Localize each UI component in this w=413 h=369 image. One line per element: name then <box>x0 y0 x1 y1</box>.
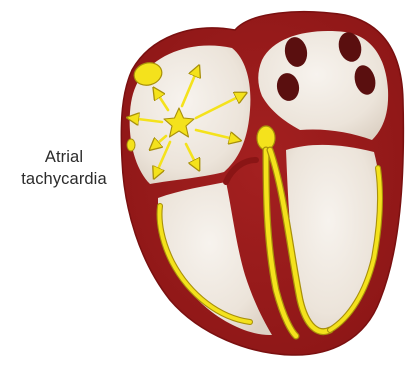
label-line-1: Atrial <box>0 146 128 168</box>
av-node <box>257 126 275 150</box>
label-line-2: tachycardia <box>0 168 128 190</box>
diagram-label: Atrial tachycardia <box>0 146 128 190</box>
atrial-node-small <box>127 139 135 151</box>
